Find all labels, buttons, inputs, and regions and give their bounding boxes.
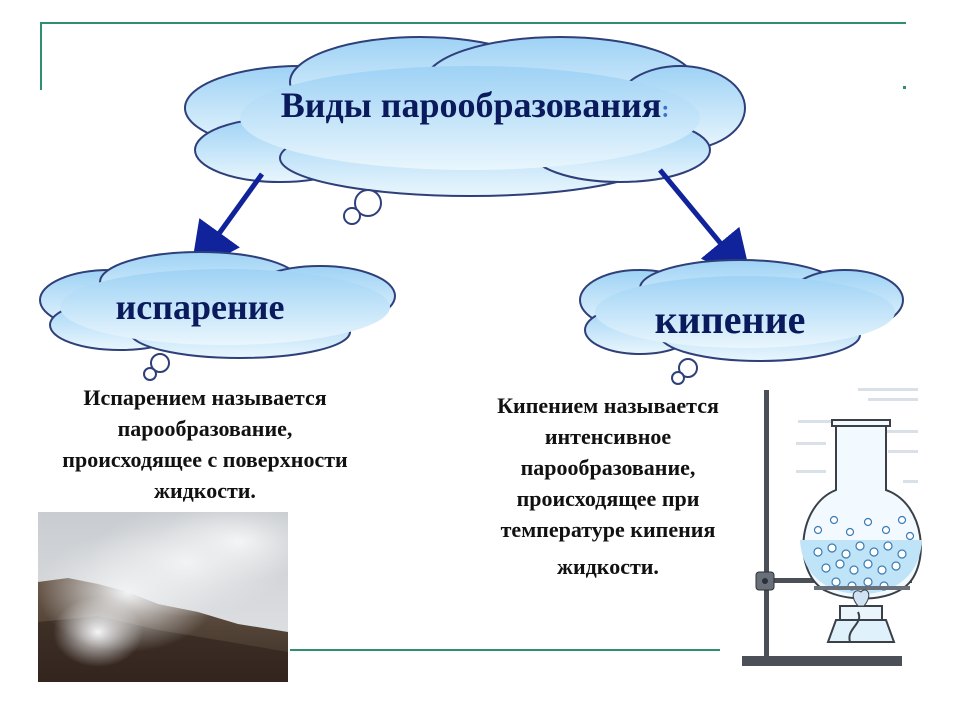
boiling-label: кипение <box>654 297 806 342</box>
evaporation-label: испарение <box>115 287 285 327</box>
boiling-description-line: интенсивное <box>544 424 672 449</box>
frame-bottom-line <box>290 649 720 651</box>
evaporation-description-line: парообразование, <box>117 416 293 441</box>
evaporation-description-line: Испарением называется <box>83 385 327 410</box>
boiling-description: Кипением называется интенсивное парообра… <box>468 390 748 582</box>
arrow-to-evaporation <box>190 172 265 274</box>
boiling-description-line: происходящее при <box>516 486 700 511</box>
frame-top-line <box>40 22 906 24</box>
title-cloud-bubbles <box>343 189 382 225</box>
boiling-description-line: жидкости. <box>557 554 659 579</box>
evaporation-description-line: происходящее с поверхности <box>62 447 348 472</box>
evaporation-cloud-bubbles <box>143 353 170 381</box>
boiling-cloud-bubbles <box>671 358 698 385</box>
boiling-flask-icon <box>718 380 940 680</box>
boiling-description-line: температуре кипения <box>500 517 716 542</box>
frame-right-mark <box>903 86 906 89</box>
frame-left-line <box>40 22 42 90</box>
boiling-description-line: парообразование, <box>520 455 696 480</box>
evaporation-cloud <box>39 251 396 359</box>
evaporation-description: Испарением называется парообразование, п… <box>20 382 390 506</box>
title-colon: : <box>661 97 670 123</box>
steam-photo <box>38 512 288 682</box>
evaporation-description-line: жидкости. <box>154 478 256 503</box>
boiling-cloud <box>579 259 904 362</box>
page-title: Виды парообразования: <box>280 85 670 125</box>
arrow-to-boiling <box>658 168 752 282</box>
title-cloud <box>184 36 746 197</box>
boiling-description-line: Кипением называется <box>497 393 719 418</box>
